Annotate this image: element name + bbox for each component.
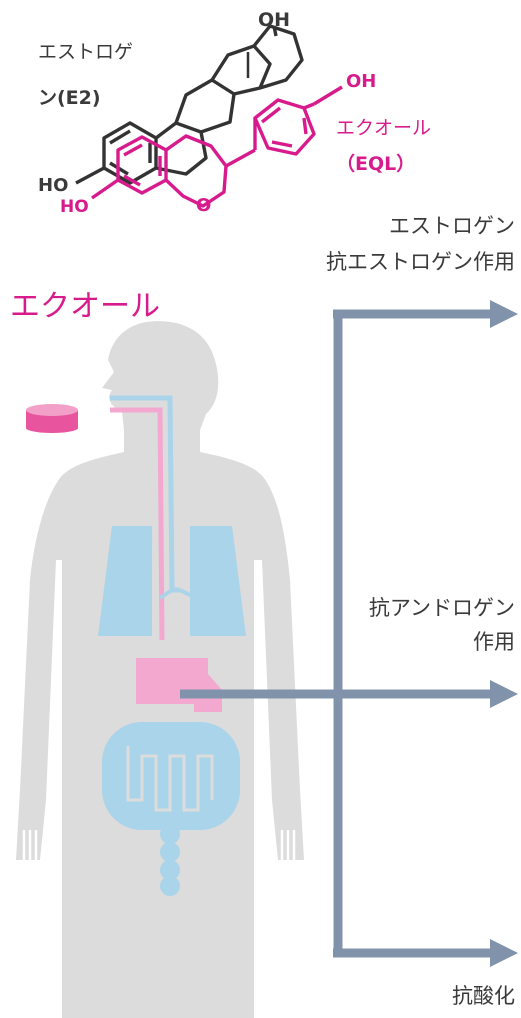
effect-estrogenic-line1: エストロゲン bbox=[389, 214, 515, 238]
intestine-coils bbox=[126, 746, 214, 812]
effect-antiandrogen-line1: 抗アンドロゲン bbox=[368, 596, 515, 620]
left-lung bbox=[98, 526, 152, 636]
equol-heading: エクオール bbox=[10, 289, 160, 324]
effect-antioxidant: 抗酸化 bbox=[452, 984, 515, 1008]
esophagus bbox=[110, 407, 165, 641]
rectum bbox=[160, 824, 180, 896]
equol-ring-oxygen: O bbox=[196, 195, 212, 216]
effect-antiandrogen-line2: 作用 bbox=[473, 630, 515, 654]
right-lung bbox=[190, 526, 246, 636]
effect-arrows bbox=[180, 300, 518, 967]
equol-tablet bbox=[26, 404, 78, 433]
equol-label-line2: （EQL） bbox=[336, 153, 416, 175]
hand-fingers bbox=[22, 830, 296, 862]
bronchi bbox=[158, 588, 197, 600]
equol-oh-label: OH bbox=[346, 71, 377, 92]
estrogen-structure bbox=[75, 24, 304, 185]
estrogen-ho-label: HO bbox=[38, 175, 69, 196]
equol-label-line1: エクオール bbox=[336, 117, 432, 139]
estrogen-label-line2: ン(E2) bbox=[38, 87, 101, 109]
airway bbox=[110, 395, 180, 593]
arrow-head-antiandrogen bbox=[490, 680, 518, 708]
estrogen-oh-label: OH bbox=[258, 9, 291, 31]
equol-structure bbox=[91, 85, 343, 208]
effect-estrogenic-line2: 抗エストロゲン作用 bbox=[326, 250, 515, 274]
arrow-head-estrogen bbox=[490, 300, 518, 328]
equol-ho-label: HO bbox=[60, 197, 89, 217]
arrow-head-antioxidant bbox=[490, 939, 518, 967]
estrogen-label-line1: エストロゲ bbox=[38, 41, 134, 63]
